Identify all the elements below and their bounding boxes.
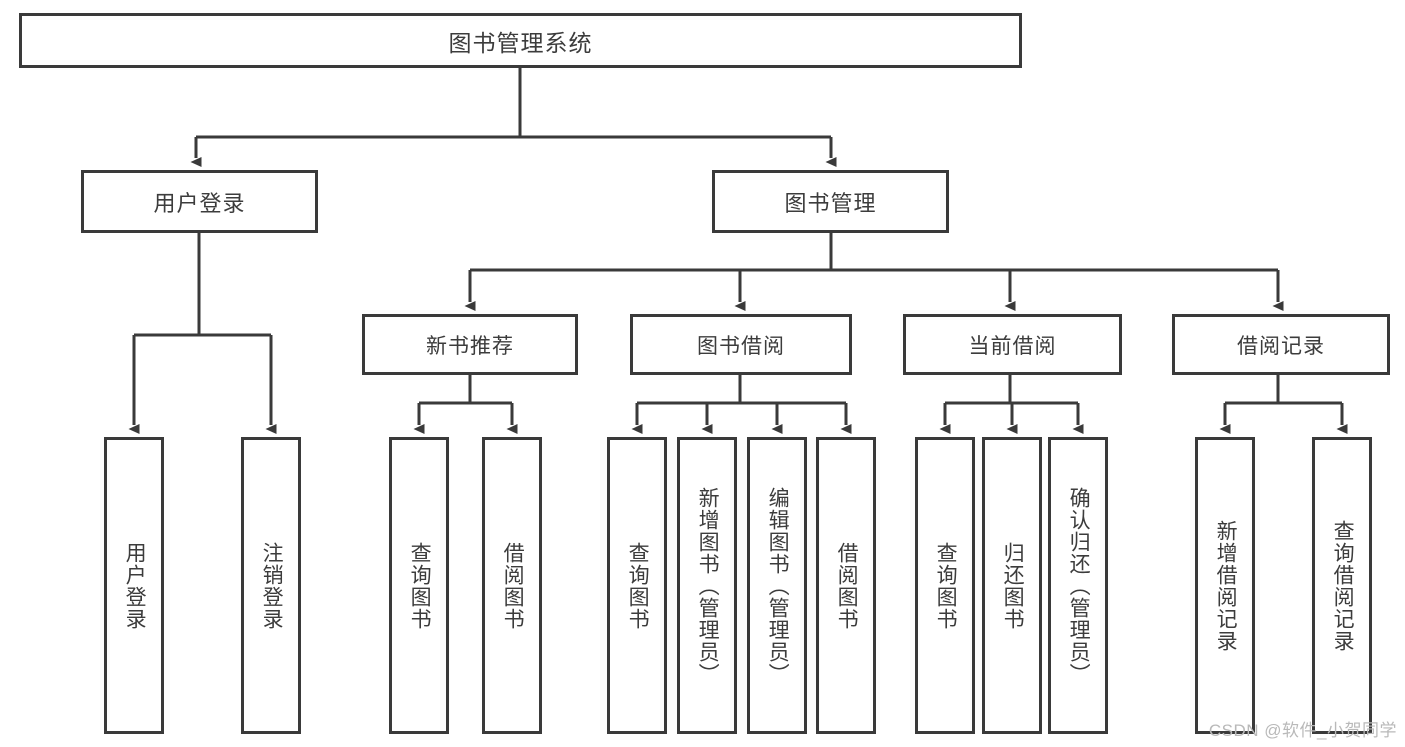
node-label: 归还图书 [1001, 541, 1025, 630]
node-label: 新增借阅记录 [1214, 519, 1238, 652]
node-book-management[interactable]: 图书管理 [712, 170, 949, 233]
leaf-recommend-query-book[interactable]: 查询图书 [389, 437, 449, 734]
node-label: 借阅记录 [1237, 334, 1325, 358]
node-label: 图书管理系统 [448, 29, 593, 56]
node-label: 查询借阅记录 [1331, 519, 1355, 652]
node-label: 查询图书 [626, 541, 650, 630]
leaf-borrow-query-book[interactable]: 查询图书 [607, 437, 667, 734]
node-label: 编辑图书（管理员） [766, 486, 790, 685]
leaf-logout-login[interactable]: 注销登录 [241, 437, 301, 734]
node-label: 图书管理 [784, 190, 877, 216]
node-current-borrow[interactable]: 当前借阅 [903, 314, 1122, 375]
node-label: 借阅图书 [835, 541, 859, 630]
leaf-record-query-borrow-record[interactable]: 查询借阅记录 [1312, 437, 1372, 734]
node-root-system[interactable]: 图书管理系统 [19, 13, 1022, 68]
node-label: 确认归还（管理员） [1067, 486, 1091, 685]
node-label: 新书推荐 [426, 334, 514, 358]
leaf-current-return-book[interactable]: 归还图书 [982, 437, 1042, 734]
node-label: 用户登录 [123, 541, 147, 630]
watermark: CSDN @软件_小贺同学 [1208, 721, 1397, 740]
leaf-current-confirm-return-admin[interactable]: 确认归还（管理员） [1048, 437, 1108, 734]
node-label: 查询图书 [408, 541, 432, 630]
node-label: 注销登录 [260, 541, 284, 630]
node-label: 当前借阅 [968, 334, 1057, 358]
node-book-borrow[interactable]: 图书借阅 [630, 314, 852, 375]
leaf-user-login[interactable]: 用户登录 [104, 437, 164, 734]
leaf-borrow-edit-book-admin[interactable]: 编辑图书（管理员） [747, 437, 807, 734]
node-label: 借阅图书 [501, 541, 525, 630]
node-label: 用户登录 [153, 190, 246, 216]
node-label: 新增图书（管理员） [696, 486, 720, 685]
leaf-borrow-add-book-admin[interactable]: 新增图书（管理员） [677, 437, 737, 734]
leaf-record-add-borrow-record[interactable]: 新增借阅记录 [1195, 437, 1255, 734]
leaf-borrow-borrow-book[interactable]: 借阅图书 [816, 437, 876, 734]
node-user-login[interactable]: 用户登录 [81, 170, 318, 233]
leaf-recommend-borrow-book[interactable]: 借阅图书 [482, 437, 542, 734]
leaf-current-query-book[interactable]: 查询图书 [915, 437, 975, 734]
node-label: 查询图书 [934, 541, 958, 630]
node-new-book-recommend[interactable]: 新书推荐 [362, 314, 578, 375]
node-label: 图书借阅 [697, 334, 785, 358]
node-borrow-record[interactable]: 借阅记录 [1172, 314, 1390, 375]
